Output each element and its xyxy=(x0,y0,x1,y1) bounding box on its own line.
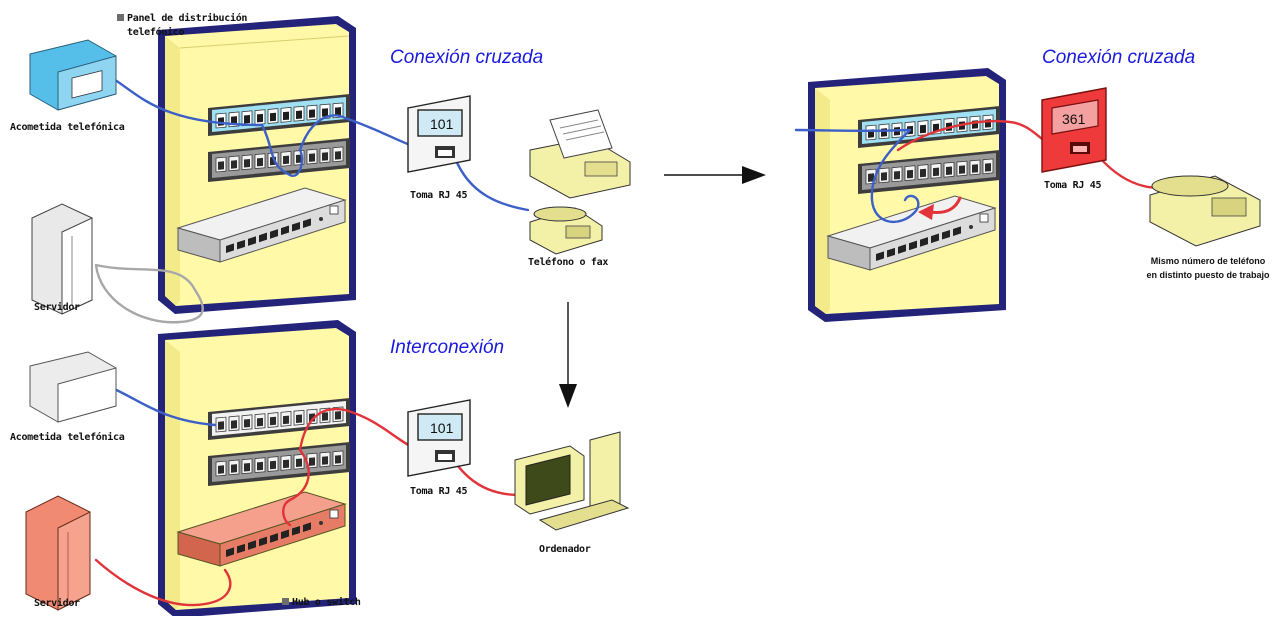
label-rj45-right: Toma RJ 45 xyxy=(1044,180,1102,191)
outlet-number-top: 101 xyxy=(430,116,454,132)
label-same-number-line2: en distinto puesto de trabajo xyxy=(1146,270,1270,280)
server-top xyxy=(31,203,93,315)
telephone-right xyxy=(1149,175,1261,247)
label-patch-panel-line2: telefónico xyxy=(127,27,185,38)
hub-switch-bottom xyxy=(176,491,347,567)
outlet-number-bottom: 101 xyxy=(430,420,454,436)
label-patch-panel-line1: Panel de distribución xyxy=(127,13,248,24)
label-computer: Ordenador xyxy=(539,544,591,555)
label-marker-icon xyxy=(282,598,289,605)
label-rj45-top: Toma RJ 45 xyxy=(410,190,468,201)
label-hub-switch: Hub o switch xyxy=(282,597,361,608)
label-telephone-entry-top: Acometida telefónica xyxy=(10,122,125,133)
label-phone-or-fax: Teléfono o fax xyxy=(528,257,609,268)
cables-top xyxy=(94,76,530,324)
patch-panel-gray-right xyxy=(858,150,1000,194)
server-bottom xyxy=(25,495,91,611)
rj45-outlet-top: 101 xyxy=(407,95,471,173)
arrow-right xyxy=(664,166,766,184)
label-server-top: Servidor xyxy=(34,302,80,313)
title-cross-connection-right: Conexión cruzada xyxy=(1042,47,1196,68)
cables-bottom xyxy=(94,386,522,607)
rj45-outlet-right: 361 xyxy=(1041,87,1107,173)
switch-top xyxy=(176,187,347,263)
fax-machine xyxy=(529,109,631,199)
telephone-top xyxy=(529,206,603,255)
title-cross-connection-top: Conexión cruzada xyxy=(390,47,544,68)
patch-panel-white-bottom xyxy=(208,398,350,440)
label-marker-icon xyxy=(117,14,124,21)
cabinet-right xyxy=(808,68,1006,322)
arrow-down xyxy=(559,302,577,408)
title-interconnection: Interconexión xyxy=(390,337,505,358)
label-telephone-entry-bottom: Acometida telefónica xyxy=(10,432,125,443)
label-rj45-bottom: Toma RJ 45 xyxy=(410,486,468,497)
telephone-entry-box-bottom xyxy=(29,351,117,423)
label-same-number-line1: Mismo número de teléfono xyxy=(1150,256,1266,266)
patch-panel-gray-top xyxy=(208,138,350,182)
patch-panel-gray-bottom xyxy=(208,442,350,486)
rj45-outlet-bottom: 101 xyxy=(407,399,471,477)
label-hub-switch-text: Hub o switch xyxy=(292,597,361,608)
computer xyxy=(514,431,630,531)
patch-panel-blue-right xyxy=(858,106,1000,148)
label-patch-panel: Panel de distribución xyxy=(117,13,247,24)
label-same-number: Mismo número de teléfono en distinto pue… xyxy=(1138,254,1278,282)
outlet-number-right: 361 xyxy=(1062,111,1086,127)
telephone-entry-box-top xyxy=(29,39,117,111)
label-server-bottom: Servidor xyxy=(34,598,80,609)
